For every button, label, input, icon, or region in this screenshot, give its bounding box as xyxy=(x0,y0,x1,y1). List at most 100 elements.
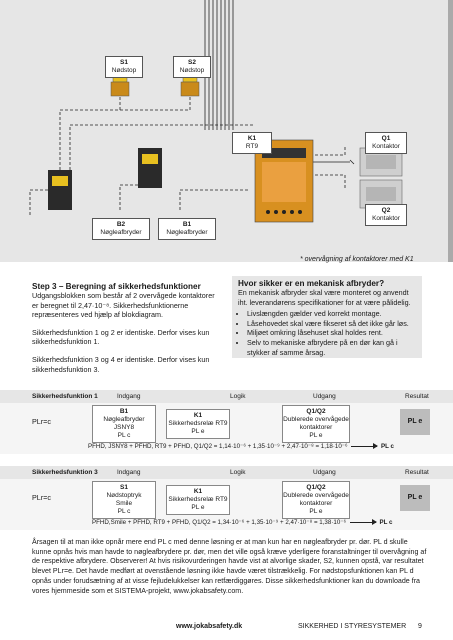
sf3-logic-card: K1 Sikkerhedsrelæ RT9 PL e xyxy=(166,485,230,515)
sf1-col-result: Resultat xyxy=(405,393,429,400)
footer-url[interactable]: www.jokabsafety.dk xyxy=(176,623,243,630)
step3-paragraph-2: Sikkerhedsfunktion 1 og 2 er identiske. … xyxy=(32,327,210,347)
arrow-icon xyxy=(351,443,379,450)
sf1-logic-id: K1 xyxy=(193,412,203,419)
sf3-col-input: Indgang xyxy=(117,469,141,476)
sf3-input-name: Nødstoptryk xyxy=(106,492,142,499)
label-k1: K1 RT9 xyxy=(232,132,272,154)
mech-bullet-list: Livslængden gælder ved korrekt montage. … xyxy=(238,309,416,357)
relay-k1-device xyxy=(254,139,314,223)
sf1-col-output: Udgang xyxy=(313,393,336,400)
sf3-plr: PLr=c xyxy=(32,493,51,502)
label-q2-id: Q2 xyxy=(381,207,391,214)
sf1-input-pl: PL c xyxy=(117,432,131,439)
sf1-output-id: Q1/Q2 xyxy=(306,408,326,415)
label-b2-name: Nøgleafbryder xyxy=(100,229,142,236)
label-q1-id: Q1 xyxy=(381,135,391,142)
label-b2: B2 Nøgleafbryder xyxy=(92,218,150,240)
sf3-result-badge: PL e xyxy=(400,485,430,511)
sf3-logic-pl: PL e xyxy=(191,504,205,511)
sf1-formula-result: PL c xyxy=(381,443,395,450)
sf3-logic-id: K1 xyxy=(193,488,203,495)
sf3-col-output: Udgang xyxy=(313,469,336,476)
label-q1: Q1 Kontaktor xyxy=(365,132,407,154)
sf1-input-card: B1 Nøgleafbryder JSNY8 PL c xyxy=(92,405,156,443)
sf1-col-input: Indgang xyxy=(117,393,141,400)
sf3-input-card: S1 Nødstoptryk Smile PL c xyxy=(92,481,156,519)
label-b2-id: B2 xyxy=(116,221,126,228)
sf1-output-pl: PL e xyxy=(309,432,323,439)
sf1-logic-card: K1 Sikkerhedsrelæ RT9 PL e xyxy=(166,409,230,439)
sf1-title: Sikkerhedsfunktion 1 xyxy=(32,393,98,400)
sf3-formula: PFHD,Smile + PFHD, RT9 + PFHD, Q1/Q2 = 1… xyxy=(92,519,347,526)
label-s1: S1 Nødstop xyxy=(105,56,143,78)
wiring-diagram: S1 Nødstop S2 Nødstop K1 RT9 Q1 Kontakto… xyxy=(0,0,453,262)
label-s2-id: S2 xyxy=(188,59,196,66)
label-q1-name: Kontaktor xyxy=(372,143,400,150)
label-b1-id: B1 xyxy=(182,221,192,228)
sf3-body: PLr=c S1 Nødstoptryk Smile PL c K1 Sikke… xyxy=(0,479,453,530)
sf1-logic-name: Sikkerhedsrelæ RT9 xyxy=(168,420,228,427)
sf1-output-card: Q1/Q2 Dublerede overvågede kontaktorer P… xyxy=(282,405,350,443)
mech-bullet: Selv to mekaniske afbrydere på en dør ka… xyxy=(247,338,416,357)
label-k1-name: RT9 xyxy=(245,143,259,150)
sf3-input-model: Smile xyxy=(115,500,133,507)
page-footer: www.jokabsafety.dk SIKKERHED I STYRESYST… xyxy=(0,615,453,640)
sf1-input-model: JSNY8 xyxy=(113,424,135,431)
sf1-col-logic: Logik xyxy=(230,393,246,400)
step3-paragraph-3: Sikkerhedsfunktion 3 og 4 er identiske. … xyxy=(32,354,210,374)
sf3-output-name: Dublerede overvågede kontaktorer xyxy=(283,492,349,507)
sf1-plr: PLr=c xyxy=(32,417,51,426)
label-k1-id: K1 xyxy=(247,135,257,142)
step3-paragraph-1: Udgangsblokken som består af 2 overvåged… xyxy=(32,291,215,320)
mech-bullet: Låsehovedet skal være fikseret så det ik… xyxy=(247,319,416,329)
label-b1-name: Nøgleafbryder xyxy=(166,229,208,236)
label-q2: Q2 Kontaktor xyxy=(365,204,407,226)
sf1-formula: PFHD, JSNY8 + PFHD, RT9 + PFHD, Q1/Q2 = … xyxy=(88,443,348,450)
mech-bullet: Livslængden gælder ved korrekt montage. xyxy=(247,309,416,319)
sf3-input-id: S1 xyxy=(120,484,128,491)
label-s1-name: Nødstop xyxy=(111,67,137,74)
sf1-input-name: Nøgleafbryder xyxy=(103,416,145,423)
mech-heading: Hvor sikker er en mekanisk afbryder? xyxy=(238,279,385,288)
sf3-col-result: Resultat xyxy=(405,469,429,476)
footer-section: SIKKERHED I STYRESYSTEMER xyxy=(298,623,407,630)
label-s1-id: S1 xyxy=(120,59,128,66)
sf1-input-id: B1 xyxy=(119,408,129,415)
sf3-input-pl: PL c xyxy=(117,508,131,515)
mech-bullet: Miljøet omkring låsehuset skal holdes re… xyxy=(247,328,416,338)
sf1-formula-row: PFHD, JSNY8 + PFHD, RT9 + PFHD, Q1/Q2 = … xyxy=(88,443,394,450)
sf3-output-card: Q1/Q2 Dublerede overvågede kontaktorer P… xyxy=(282,481,350,519)
closing-paragraph: Årsagen til at man ikke opnår mere end P… xyxy=(32,538,427,595)
sf3-formula-result: PL c xyxy=(379,519,393,526)
sf3-col-logic: Logik xyxy=(230,469,246,476)
sf1-header: Sikkerhedsfunktion 1 Indgang Logik Udgan… xyxy=(0,390,453,403)
sf1-output-name: Dublerede overvågede kontaktorer xyxy=(283,416,349,431)
safety-function-3: Sikkerhedsfunktion 3 Indgang Logik Udgan… xyxy=(0,466,453,530)
keyswitch-b2-device xyxy=(48,170,72,210)
arrow-icon xyxy=(349,519,377,526)
sf3-output-id: Q1/Q2 xyxy=(306,484,326,491)
page-edge-tab xyxy=(448,0,453,262)
sf3-header: Sikkerhedsfunktion 3 Indgang Logik Udgan… xyxy=(0,466,453,479)
label-s2: S2 Nødstop xyxy=(173,56,211,78)
sf3-logic-name: Sikkerhedsrelæ RT9 xyxy=(168,496,228,503)
diagram-footnote: * overvågning af kontaktorer med K1 xyxy=(300,256,414,263)
label-q2-name: Kontaktor xyxy=(372,215,400,222)
label-b1: B1 Nøgleafbryder xyxy=(158,218,216,240)
step3-heading: Step 3 – Beregning af sikkerhedsfunktion… xyxy=(32,282,201,291)
mech-intro: En mekanisk afbryder skal være monteret … xyxy=(238,288,411,307)
sf3-output-pl: PL e xyxy=(309,508,323,515)
sf3-title: Sikkerhedsfunktion 3 xyxy=(32,469,98,476)
mechanical-switch-box: Hvor sikker er en mekanisk afbryder? En … xyxy=(232,276,422,358)
safety-function-1: Sikkerhedsfunktion 1 Indgang Logik Udgan… xyxy=(0,390,453,454)
label-s2-name: Nødstop xyxy=(179,67,205,74)
contactor-q2-device xyxy=(359,179,403,209)
step3-section: Step 3 – Beregning af sikkerhedsfunktion… xyxy=(32,282,220,382)
sf1-logic-pl: PL e xyxy=(191,428,205,435)
keyswitch-b1-device xyxy=(138,148,162,188)
sf1-result-badge: PL e xyxy=(400,409,430,435)
sf3-formula-row: PFHD,Smile + PFHD, RT9 + PFHD, Q1/Q2 = 1… xyxy=(92,519,393,526)
footer-page-number: 9 xyxy=(418,623,422,630)
sf1-body: PLr=c B1 Nøgleafbryder JSNY8 PL c K1 Sik… xyxy=(0,403,453,454)
